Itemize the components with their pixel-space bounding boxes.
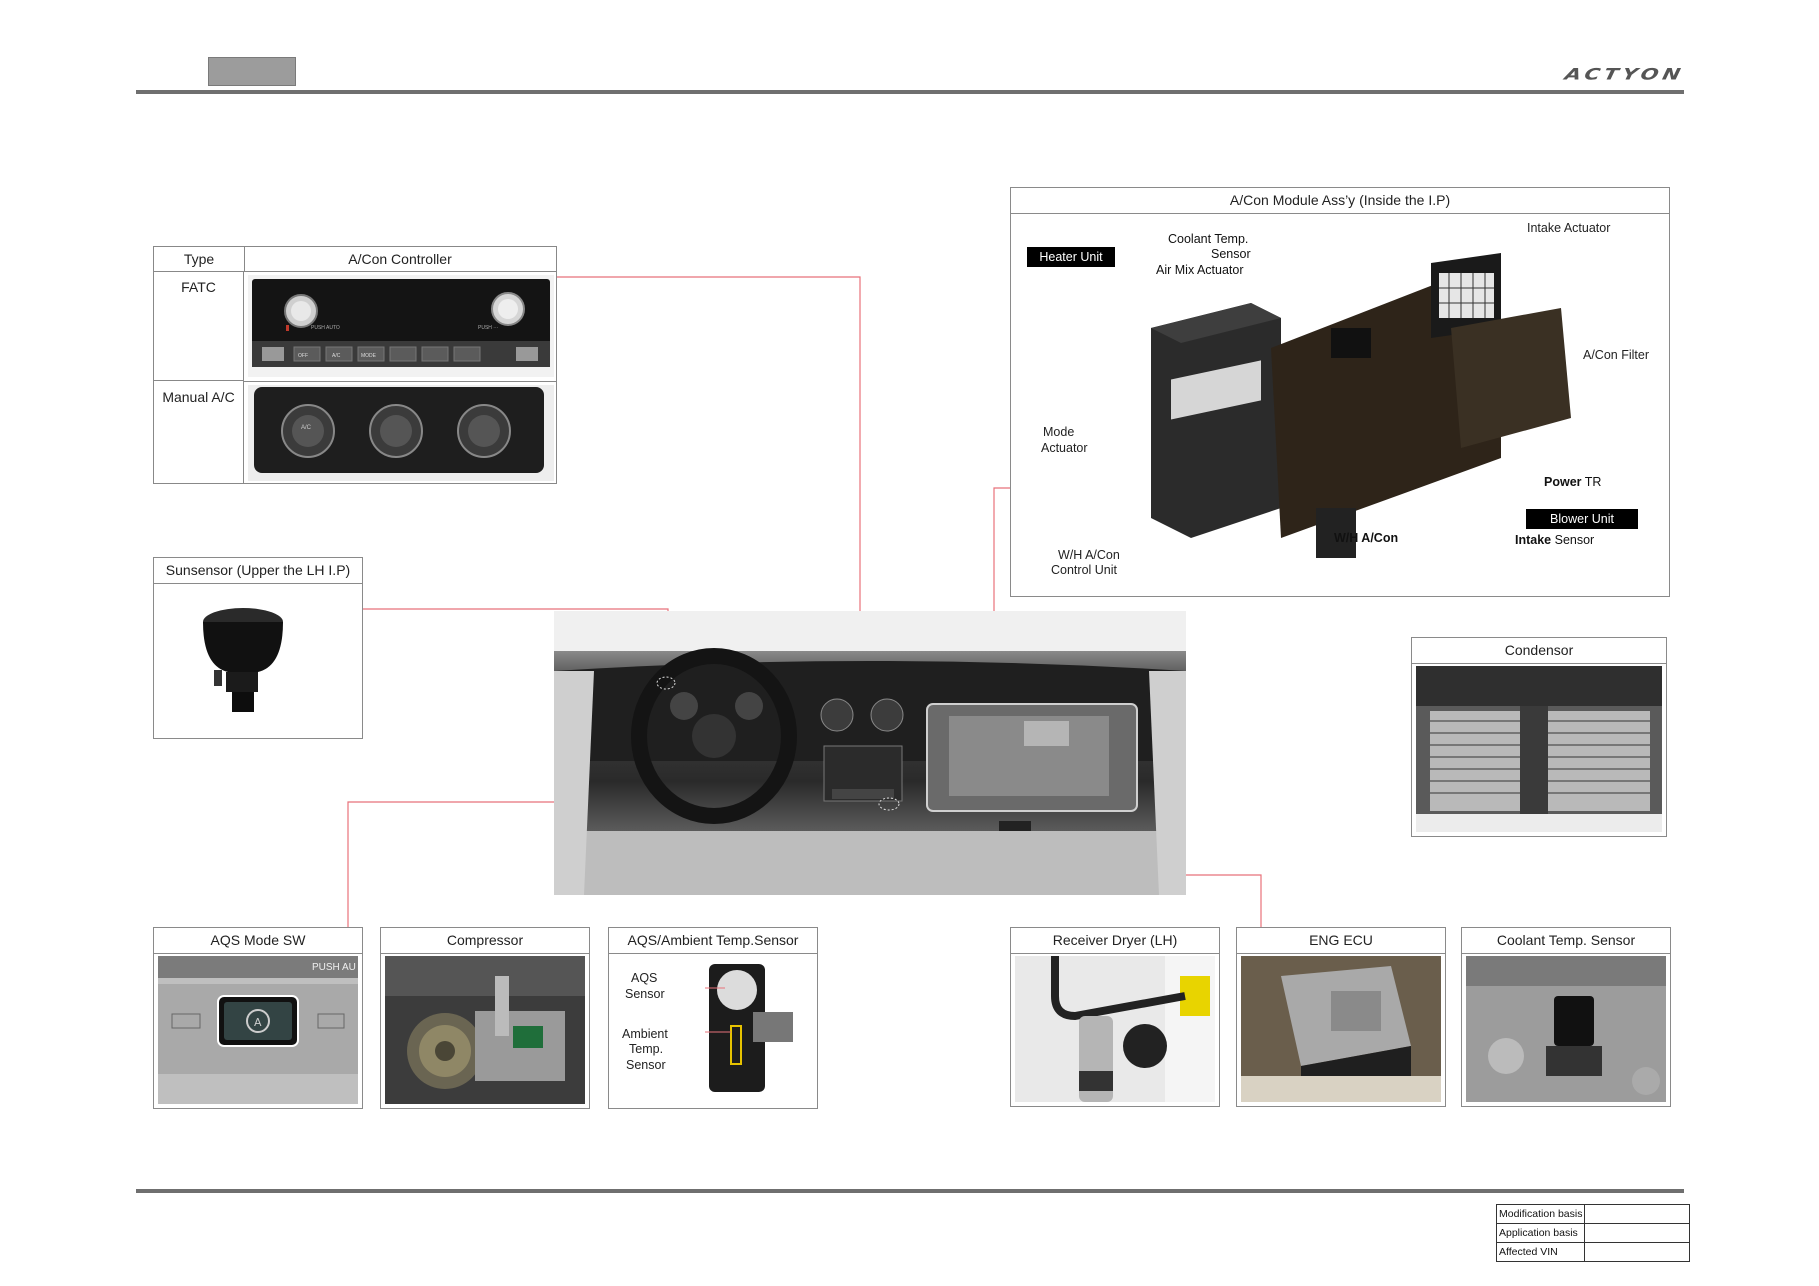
coolant-temp-label-1: Coolant Temp. (1168, 232, 1249, 246)
coolant-sensor-photo (1466, 956, 1666, 1102)
header-rule (136, 90, 1684, 94)
connector-controller (557, 276, 861, 745)
compressor-panel: Compressor (380, 927, 590, 1109)
dashboard-photo (554, 611, 1186, 895)
receiver-dryer-title: Receiver Dryer (LH) (1011, 928, 1219, 954)
air-mix-actuator-label: Air Mix Actuator (1156, 263, 1244, 277)
ambient-sensor-label-3: Sensor (626, 1058, 666, 1072)
aqs-sensor-label-1: AQS (631, 971, 658, 985)
fatc-controller-photo: PUSH AUTO PUSH ··· OFF A/C MODE (248, 275, 554, 377)
modification-basis-value (1584, 1204, 1691, 1224)
sunsensor-panel: Sunsensor (Upper the LH I.P) (153, 557, 363, 739)
compressor-title: Compressor (381, 928, 589, 954)
fatc-mode-button: MODE (361, 353, 376, 359)
coolant-temp-label-2: Sensor (1211, 247, 1251, 261)
header-tab (208, 57, 296, 86)
intake-sensor-label-rest: Sensor (1551, 533, 1595, 547)
sunsensor-title: Sunsensor (Upper the LH I.P) (154, 558, 362, 584)
wh-acon-label: W/H A/Con (1334, 531, 1399, 545)
ambient-sensor-label-1: Ambient (622, 1027, 668, 1041)
wh-control-unit-label-2: Control Unit (1051, 563, 1117, 577)
affected-vin-value (1584, 1242, 1691, 1262)
ambient-sensor-label-2: Temp. (629, 1042, 664, 1056)
aqs-ambient-photo (613, 956, 813, 1104)
fatc-ac-button: A/C (332, 353, 341, 359)
footer-rule (136, 1189, 1684, 1193)
svg-text:A: A (254, 1016, 262, 1029)
sunsensor-photo (158, 586, 358, 734)
aqs-mode-sw-panel: AQS Mode SW A PUSH AU (153, 927, 363, 1109)
aqs-push-text: PUSH AU (312, 962, 356, 973)
acon-filter-label: A/Con Filter (1583, 348, 1649, 362)
aqs-ambient-panel: AQS/Ambient Temp.Sensor AQS Sensor Ambie… (608, 927, 818, 1109)
fatc-off-button: OFF (298, 353, 308, 359)
coolant-sensor-title: Coolant Temp. Sensor (1462, 928, 1670, 954)
blower-unit-label: Blower Unit (1526, 509, 1638, 529)
condensor-photo (1416, 666, 1662, 832)
intake-sensor-label: Intake (1515, 533, 1552, 547)
manual-ac-text: A/C (301, 425, 312, 431)
fatc-push-auto-text: PUSH AUTO (311, 325, 340, 331)
aqs-mode-sw-photo: A PUSH AU (158, 956, 358, 1104)
power-tr-label-rest: TR (1581, 475, 1602, 489)
intake-actuator-label: Intake Actuator (1527, 221, 1611, 235)
affected-vin-label: Affected VIN (1495, 1242, 1586, 1262)
eng-ecu-title: ENG ECU (1237, 928, 1445, 954)
controller-table: Type A/Con Controller FATC PUSH AUTO (153, 246, 557, 484)
manual-ac-label: Manual A/C (154, 381, 244, 483)
condensor-title: Condensor (1412, 638, 1666, 664)
fatc-label: FATC (154, 271, 244, 381)
revision-table: Modification basis Application basis Aff… (1495, 1204, 1691, 1262)
receiver-dryer-photo (1015, 956, 1215, 1102)
coolant-sensor-panel: Coolant Temp. Sensor (1461, 927, 1671, 1107)
heater-unit-label: Heater Unit (1027, 247, 1115, 267)
receiver-dryer-panel: Receiver Dryer (LH) (1010, 927, 1220, 1107)
wh-control-unit-label-1: W/H A/Con (1058, 548, 1120, 562)
compressor-photo (385, 956, 585, 1104)
application-basis-label: Application basis (1495, 1223, 1586, 1243)
acon-module-panel: A/Con Module Ass’y (Inside the I.P) Heat… (1010, 187, 1670, 597)
power-tr-label: Power (1544, 475, 1582, 489)
aqs-sensor-label-2: Sensor (625, 987, 665, 1001)
controller-column-header: A/Con Controller (244, 247, 556, 272)
acon-module-title: A/Con Module Ass’y (Inside the I.P) (1011, 188, 1669, 214)
acon-module-photo (1131, 218, 1611, 588)
mode-actuator-label-1: Mode (1043, 425, 1075, 439)
type-column-header: Type (154, 247, 245, 272)
manual-ac-controller-photo: A/C (248, 385, 554, 481)
eng-ecu-photo (1241, 956, 1441, 1102)
mode-actuator-label-2: Actuator (1041, 441, 1088, 455)
fatc-push-text: PUSH ··· (478, 325, 499, 331)
eng-ecu-panel: ENG ECU (1236, 927, 1446, 1107)
modification-basis-label: Modification basis (1495, 1204, 1586, 1224)
aqs-mode-sw-title: AQS Mode SW (154, 928, 362, 954)
aqs-ambient-title: AQS/Ambient Temp.Sensor (609, 928, 817, 954)
application-basis-value (1584, 1223, 1691, 1243)
condensor-panel: Condensor (1411, 637, 1667, 837)
